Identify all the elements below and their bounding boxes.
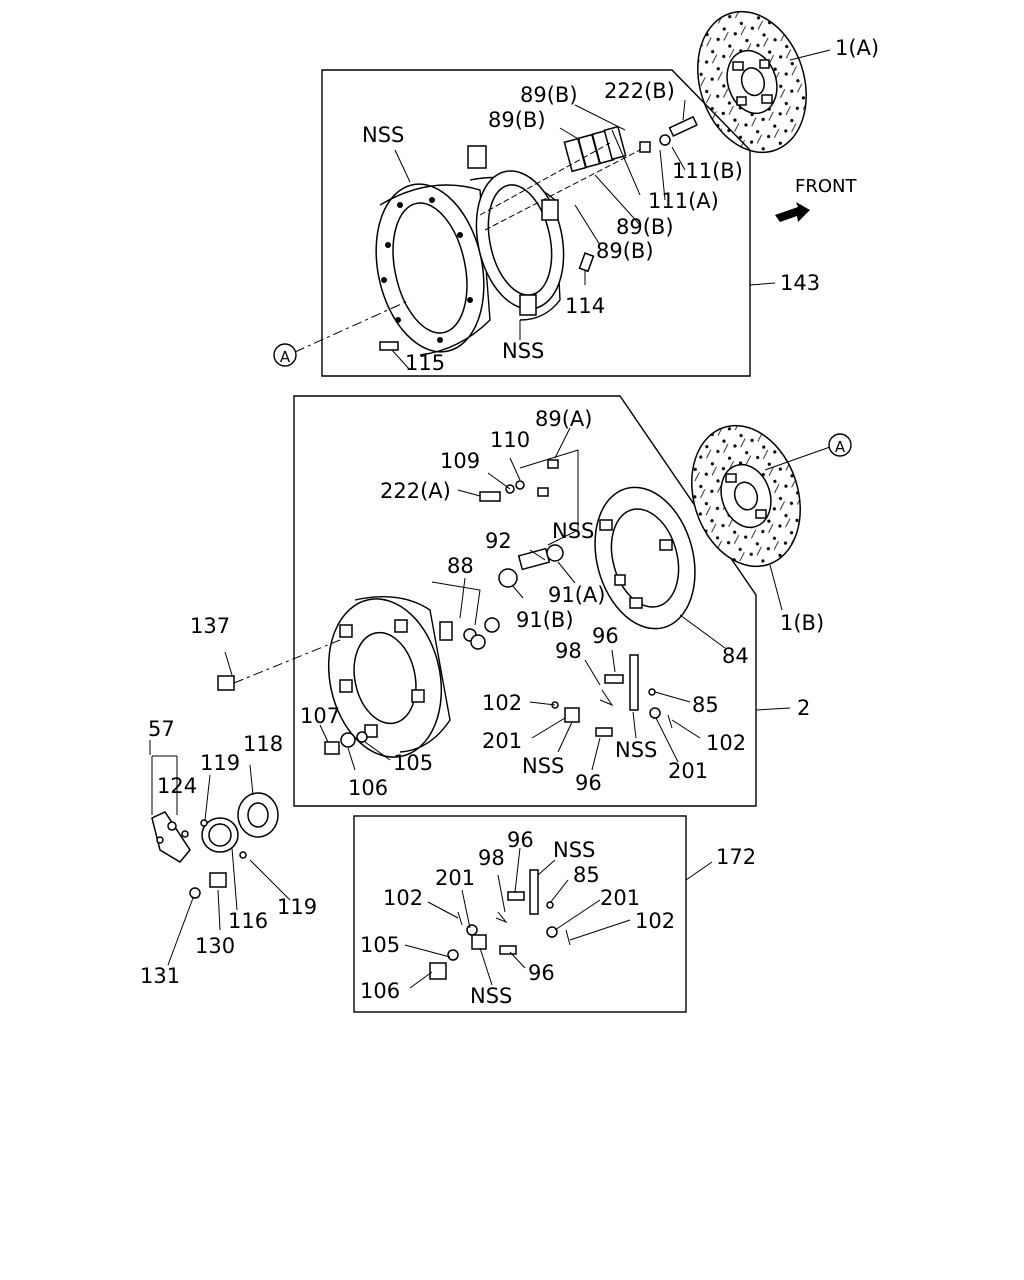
bolt-222b [668,115,698,138]
label-nss-b1: NSS [553,838,595,862]
pressure-plate-84 [594,486,696,630]
release-fork-57 [151,811,191,863]
label-201-4: 201 [600,886,640,910]
pin-115 [379,341,399,351]
label-106-1: 106 [348,776,388,800]
label-102-4: 102 [635,909,675,933]
front-arrow-icon [775,202,810,222]
label-85-2: 85 [573,863,600,887]
label-89b-2: 89(B) [488,108,546,132]
label-nss-top: NSS [362,123,404,147]
svg-text:A: A [280,348,291,366]
label-111b: 111(B) [672,159,743,183]
label-102-3: 102 [383,886,423,910]
label-84: 84 [722,644,749,668]
label-nss-m3: NSS [522,754,564,778]
group-box-143 [321,69,751,377]
label-222b: 222(B) [604,79,675,103]
strap-set-89b [563,125,627,173]
adjusting-kit-172 [429,869,571,980]
front-label: FRONT [795,176,857,197]
group-box-172 [353,815,687,1013]
label-1a: 1(A) [835,36,879,60]
label-119-2: 119 [277,895,317,919]
bolt-107 [324,741,340,755]
nut-110 [515,480,525,490]
group-box-2 [293,395,757,807]
label-102-1: 102 [482,691,522,715]
label-109: 109 [440,449,480,473]
washer-111b [659,134,671,146]
label-105-2: 105 [360,933,400,957]
svg-text:A: A [835,438,846,456]
label-130: 130 [195,934,235,958]
clutch-disc-1a [697,10,807,154]
label-nss-m2: NSS [615,738,657,762]
ref-marker-a-mid: A [828,433,852,457]
bolt-130 [209,872,227,888]
lever-88 [439,617,500,650]
label-172: 172 [716,845,756,869]
label-nss-b2: NSS [470,984,512,1008]
label-98-2: 98 [478,846,505,870]
label-107: 107 [300,704,340,728]
label-nss-top2: NSS [502,339,544,363]
release-bearing-118 [237,792,279,838]
washer-111a [639,141,651,153]
ref-marker-a-top: A [273,343,297,367]
clutch-cover-middle [327,595,451,758]
nut-105-m [356,731,368,743]
label-88: 88 [447,554,474,578]
label-124: 124 [157,774,197,798]
label-96-3: 96 [507,828,534,852]
label-143: 143 [780,271,820,295]
bolt-137 [217,675,235,691]
pivot-91a [546,544,564,562]
label-102-2: 102 [706,731,746,755]
label-222a: 222(A) [380,479,451,503]
label-115: 115 [405,351,445,375]
label-96-2: 96 [575,771,602,795]
lever-nss [629,654,639,711]
label-92: 92 [485,529,512,553]
label-96-1: 96 [592,624,619,648]
clutch-disc-1b [691,424,801,568]
label-119-1: 119 [200,751,240,775]
pivot-91b [498,568,518,588]
label-201-1: 201 [482,729,522,753]
label-89a: 89(A) [535,407,592,431]
label-nss-mid: NSS [552,519,594,543]
label-131: 131 [140,964,180,988]
pin-114 [578,252,595,273]
label-57: 57 [148,717,175,741]
label-110: 110 [490,428,530,452]
bearing-hub-116 [201,817,239,853]
label-89b-1: 89(B) [520,83,578,107]
plate-106-m [340,732,356,748]
label-118: 118 [243,732,283,756]
bolt-222a [479,491,501,502]
label-91a: 91(A) [548,583,605,607]
label-85-1: 85 [692,693,719,717]
label-201-2: 201 [668,759,708,783]
label-116: 116 [228,909,268,933]
label-89b-4: 89(B) [596,239,654,263]
label-106-2: 106 [360,979,400,1003]
label-111a: 111(A) [648,189,719,213]
label-2: 2 [797,696,810,720]
label-89b-3: 89(B) [616,215,674,239]
label-91b: 91(B) [516,608,574,632]
label-201-3: 201 [435,866,475,890]
clutch-cover-top [375,145,565,356]
spring-92 [517,547,551,571]
label-137: 137 [190,614,230,638]
label-98-1: 98 [555,639,582,663]
label-1b: 1(B) [780,611,824,635]
strap-89a [547,459,559,469]
label-105-1: 105 [393,751,433,775]
label-96-4: 96 [528,961,555,985]
label-114: 114 [565,294,605,318]
